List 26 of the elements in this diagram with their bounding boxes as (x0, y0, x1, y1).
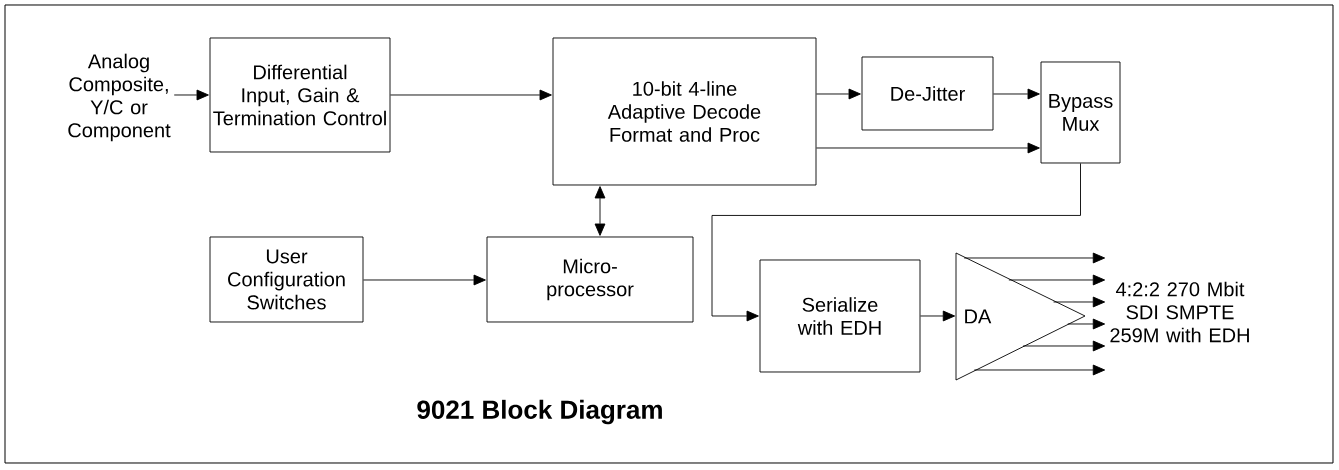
process-box: Micro-processor (486, 236, 694, 323)
arrow (594, 186, 606, 236)
arrow (363, 274, 486, 286)
arrow (173, 89, 209, 101)
arrow (920, 310, 956, 322)
signal-label: Analog Composite, Y/C or Component (68, 53, 171, 142)
arrow (993, 88, 1040, 100)
arrow (973, 364, 1106, 376)
process-box: Differential Input, Gain & Termination Control (209, 37, 391, 153)
process-box: 10-bit 4-line Adaptive Decode Format and Proc (552, 37, 817, 186)
arrow (816, 88, 861, 100)
process-box: Bypass Mux (1040, 61, 1121, 164)
arrow (816, 142, 1040, 154)
arrow (1022, 340, 1106, 352)
signal-label: 4:2:2 270 Mbit SDI SMPTE 259M with EDH (1110, 281, 1249, 343)
arrow (390, 89, 552, 101)
process-box: De-Jitter (861, 56, 994, 131)
arrow (963, 252, 1106, 264)
amplifier-triangle: DA (955, 252, 1086, 381)
arrow (1008, 274, 1106, 286)
process-box: User Configuration Switches (209, 236, 364, 323)
arrow (1053, 296, 1106, 308)
diagram-title: 9021 Block Diagram (417, 399, 662, 425)
arrow (711, 163, 1081, 322)
process-box: Serialize with EDH (759, 259, 921, 373)
arrow (1067, 318, 1106, 330)
